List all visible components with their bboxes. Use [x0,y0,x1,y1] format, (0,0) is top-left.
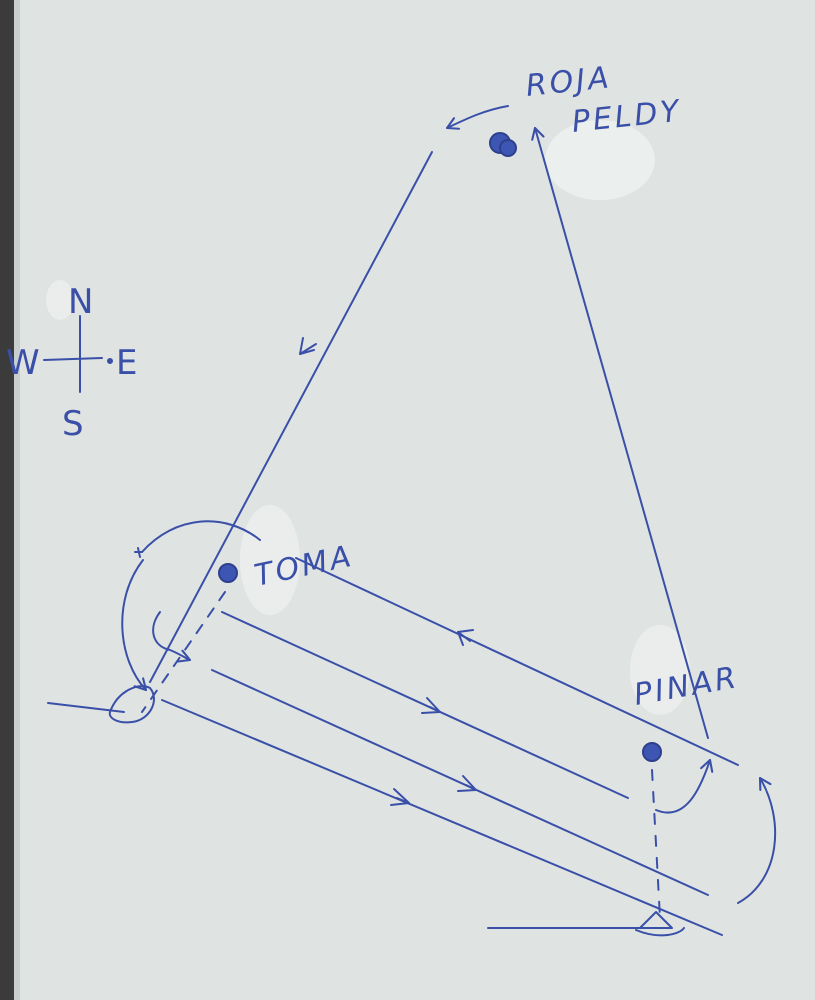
compass-rose [43,315,113,393]
finish-boat [639,911,673,929]
start-line-dashed [141,591,226,713]
direction-arrow-head [457,629,474,646]
compass-south: S [62,404,84,444]
glare-patch [240,505,300,615]
reach-leg-1 [221,611,629,799]
glare-patch [46,280,74,320]
rounding-arrow-left [121,559,148,692]
paper-edge-shade [14,0,20,1000]
reach-leg-2 [211,669,709,896]
rounding-arrow-right-outer [737,776,777,904]
direction-arrow-head [299,337,317,355]
buoy-pinar [642,742,662,762]
glare-patch [545,120,655,200]
compass-east: E [116,343,137,383]
direction-arrow-head [421,697,441,714]
direction-arrow-head [390,788,410,806]
course-leg-upwind [531,126,709,739]
compass-dot [107,358,113,364]
finish-line-dashed [651,769,661,919]
buoy-toma [218,563,238,583]
direction-arrow-head [457,775,477,792]
paper-edge [0,0,14,1000]
buoy-roja-peldy [489,132,517,157]
compass-north: N [68,282,93,322]
rounding-arc-left-top [141,520,261,553]
course-leg-downwind [149,151,433,683]
rounding-arrow-left-inner [152,611,192,663]
reach-leg-3 [161,699,723,936]
rounding-arrow-top [445,105,509,130]
arc-tick [137,547,141,558]
compass-west: W [6,343,40,383]
reach-leg-return [295,557,739,766]
finish-boat-hull [635,927,685,937]
direction-arrow [457,631,471,642]
rounding-arrow-right-inner [655,758,714,814]
start-boat [108,685,155,724]
glare-patch [630,625,690,715]
compass-horizontal [43,357,103,361]
